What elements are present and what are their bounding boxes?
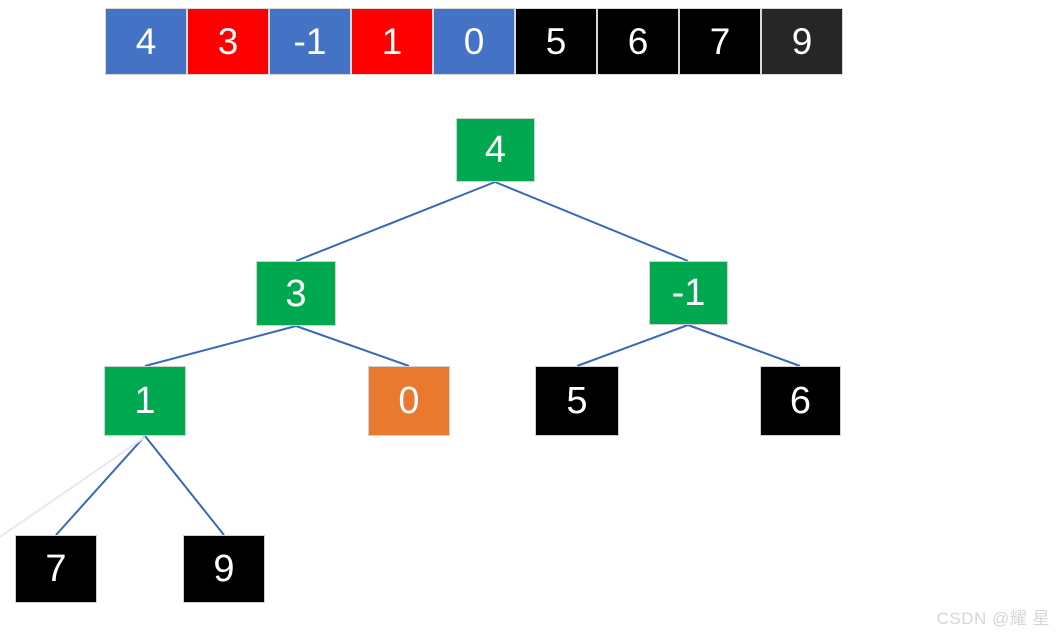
tree-edge-n2-n6 <box>687 324 801 367</box>
tree-edge-n3-n7 <box>55 435 146 536</box>
csdn-watermark: CSDN @耀 星 <box>936 609 1050 628</box>
tree-node-n7: 7 <box>15 535 97 603</box>
tree-node-n0: 4 <box>456 118 535 182</box>
tree-node-n8: 9 <box>183 535 265 603</box>
tree-node-n6: 6 <box>760 366 841 436</box>
array-cell-7: 7 <box>679 8 761 75</box>
tree-edge-n0-n2 <box>494 181 689 262</box>
tree-node-n5: 5 <box>535 366 619 436</box>
array-cell-4: 0 <box>433 8 515 75</box>
tree-node-n4: 0 <box>368 366 450 436</box>
array-cell-0: 4 <box>105 8 187 75</box>
tree-node-n1: 3 <box>256 261 336 326</box>
tree-edge-n1-n3 <box>144 325 297 367</box>
array-cell-1: 3 <box>187 8 269 75</box>
tree-edge-n3-ghost <box>0 436 146 538</box>
tree-node-n2: -1 <box>649 261 728 325</box>
tree-edge-n0-n1 <box>295 181 496 262</box>
array-cell-6: 6 <box>597 8 679 75</box>
array-cell-2: -1 <box>269 8 351 75</box>
array-cell-8: 9 <box>761 8 843 75</box>
tree-edge-n3-n8 <box>144 435 225 536</box>
tree-edge-n1-n4 <box>295 325 410 367</box>
array-cell-3: 1 <box>351 8 433 75</box>
tree-edge-n2-n5 <box>576 324 689 367</box>
array-cell-5: 5 <box>515 8 597 75</box>
tree-node-n3: 1 <box>104 366 186 436</box>
